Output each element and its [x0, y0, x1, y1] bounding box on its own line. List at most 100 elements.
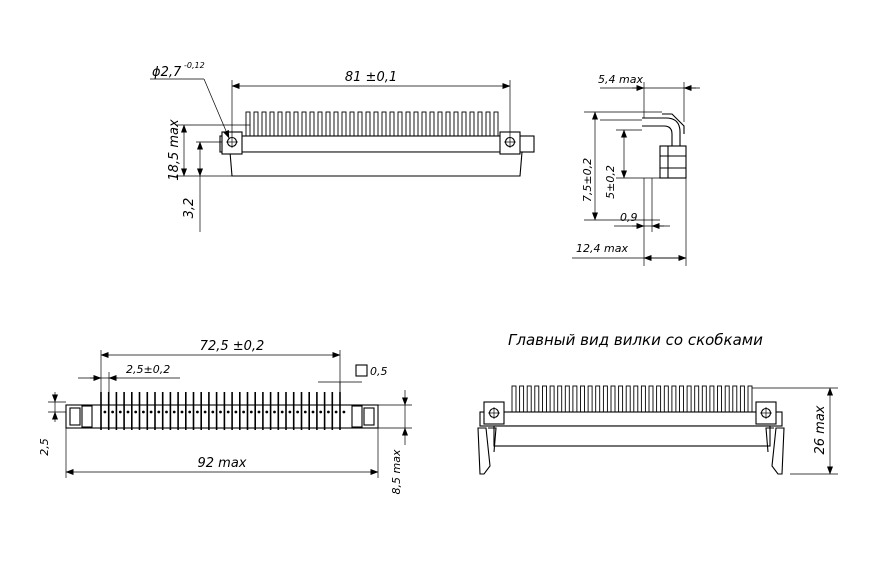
pin-contact	[319, 410, 323, 414]
side-view: 5,4 max 7,5±0,2 5±0,2 0,9 12,4 max	[572, 73, 700, 266]
pin-contact	[334, 410, 338, 414]
pin-contact	[265, 410, 269, 414]
pin-contact	[103, 410, 107, 414]
pin-contact	[219, 410, 222, 414]
connector-pin	[709, 385, 715, 414]
bottom-depth-dim: 8,5 max	[390, 449, 403, 494]
top-view: 81 ±0,1 ϕ2,7 -0,12 18,5 max 3,2	[150, 61, 535, 232]
connector-pin	[397, 111, 403, 138]
connector-pin	[277, 111, 283, 138]
connector-pin	[671, 385, 677, 414]
connector-pin	[389, 111, 395, 138]
connector-pin	[701, 385, 707, 414]
connector-pin	[618, 385, 624, 414]
side-dim-d: 0,9	[620, 211, 638, 224]
connector-pin	[493, 111, 499, 138]
side-body	[659, 145, 687, 179]
connector-pin	[301, 111, 307, 138]
pin-contact	[257, 410, 261, 414]
front-right-bracket	[771, 427, 785, 475]
connector-pin	[341, 111, 347, 138]
connector-pin	[595, 385, 601, 414]
pin-contact	[165, 410, 168, 414]
connector-pin	[461, 111, 467, 138]
pin-contact	[126, 410, 130, 414]
hole-dim: ϕ2,7	[152, 65, 182, 80]
pin-contact	[211, 410, 215, 414]
side-dim-b: 7,5±0,2	[581, 158, 594, 202]
flatness-symbol	[355, 364, 368, 377]
connector-pin	[381, 111, 387, 138]
front-height-dim: 26 max	[813, 405, 828, 454]
pin-contact	[296, 410, 299, 414]
connector-pin	[253, 111, 259, 138]
connector-pin	[429, 111, 435, 138]
connector-pin	[686, 385, 692, 414]
pin-contact	[111, 410, 114, 414]
connector-pin	[526, 385, 532, 414]
pin-contact	[288, 410, 292, 414]
connector-pin	[413, 111, 419, 138]
pin-contact	[134, 410, 138, 414]
connector-pin	[648, 385, 654, 414]
hole-tolerance: -0,12	[184, 61, 205, 70]
pin-contact	[242, 410, 246, 414]
connector-pin	[694, 385, 700, 414]
connector-pin	[485, 111, 491, 138]
pin-contact	[327, 410, 330, 414]
bottom-span-dim: 72,5 ±0,2	[200, 339, 265, 354]
connector-pin	[656, 385, 662, 414]
bottom-pitch-dim: 2,5±0,2	[126, 363, 170, 376]
side-pin-inner	[642, 125, 673, 152]
connector-pin	[285, 111, 291, 138]
connector-pin	[477, 111, 483, 138]
connector-pin	[511, 385, 517, 414]
pin-contact	[234, 410, 238, 414]
front-view: 26 max	[477, 385, 838, 475]
pin-contact	[342, 410, 346, 414]
connector-pin	[357, 111, 363, 138]
connector-pin	[542, 385, 547, 414]
bottom-view: 72,5 ±0,2 2,5±0,2 0,5 2,5 92 max 8,5 max	[38, 339, 412, 494]
connector-pin	[640, 385, 646, 414]
side-dim-a: 5,4 max	[598, 73, 643, 86]
front-flange	[479, 411, 783, 427]
connector-pin	[445, 111, 451, 138]
pin-contact	[196, 410, 199, 414]
side-dim-e: 12,4 max	[576, 242, 628, 255]
pin-contact	[273, 410, 276, 414]
connector-pin	[610, 385, 616, 414]
connector-pin	[587, 385, 593, 414]
connector-pin	[261, 111, 267, 138]
pin-contact	[157, 410, 161, 414]
pin-contact	[203, 410, 207, 414]
connector-pin	[580, 385, 585, 414]
pin-contact	[311, 410, 315, 414]
front-left-bracket	[477, 427, 491, 475]
connector-pin	[549, 385, 555, 414]
top-view-body	[229, 151, 523, 177]
bottom-view-pins	[100, 392, 346, 430]
connector-pin	[245, 111, 251, 138]
pin-contact	[118, 410, 122, 414]
side-dim-c: 5±0,2	[604, 165, 617, 199]
connector-pin	[437, 111, 443, 138]
connector-pin	[739, 385, 745, 414]
pin-contact	[226, 410, 230, 414]
connector-pin	[309, 111, 315, 138]
top-width-dim: 81 ±0,1	[345, 70, 397, 85]
connector-pin	[747, 385, 753, 414]
connector-pin	[679, 385, 684, 414]
connector-pin	[724, 385, 730, 414]
connector-pin	[333, 111, 339, 138]
pin-contact	[188, 410, 192, 414]
connector-pin	[519, 385, 525, 414]
top-offset-dim: 3,2	[182, 198, 197, 219]
pin-contact	[172, 410, 176, 414]
connector-pin	[663, 385, 669, 414]
pin-contact	[303, 410, 307, 414]
connector-pin	[373, 111, 379, 138]
top-view-flange	[219, 135, 535, 153]
pin-contact	[249, 410, 253, 414]
